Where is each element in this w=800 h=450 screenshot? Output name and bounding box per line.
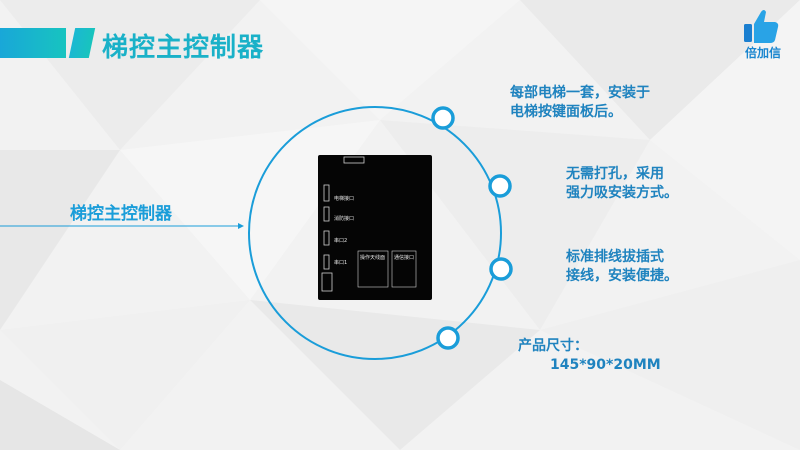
ring-node: [489, 257, 513, 281]
brand-logo: 倍加信: [738, 8, 784, 60]
thumbs-up-icon: [744, 10, 779, 43]
board-label: 串口1: [334, 260, 348, 266]
feature-size: 产品尺寸： 145*90*20MM: [518, 338, 661, 373]
board-label: 通信接口: [394, 255, 415, 261]
board-label: 消防接口: [334, 216, 355, 222]
board-label: 电梯接口: [334, 196, 355, 202]
board-label: 操作天线面: [360, 255, 386, 261]
board-outline: [321, 156, 417, 292]
page-title: 梯控主控制器: [102, 33, 265, 63]
ring-node: [488, 174, 512, 198]
feature-mounting: 每部电梯一套，安装于 电梯按键面板后。: [510, 85, 650, 120]
controller-board-image: 电梯接口 消防接口 串口2 串口1 通信接口 操作天线面: [318, 155, 432, 300]
brand-name: 倍加信: [744, 46, 781, 60]
side-label: 梯控主控制器: [70, 204, 172, 224]
feature-installation: 无需打孔，采用 强力吸安装方式。: [566, 166, 678, 201]
ring-node: [431, 106, 455, 130]
feature-wiring: 标准排线拔插式 接线，安装便捷。: [566, 249, 678, 284]
title-bar: [0, 28, 66, 58]
ring-node: [436, 326, 460, 350]
board-label: 串口2: [334, 238, 348, 244]
